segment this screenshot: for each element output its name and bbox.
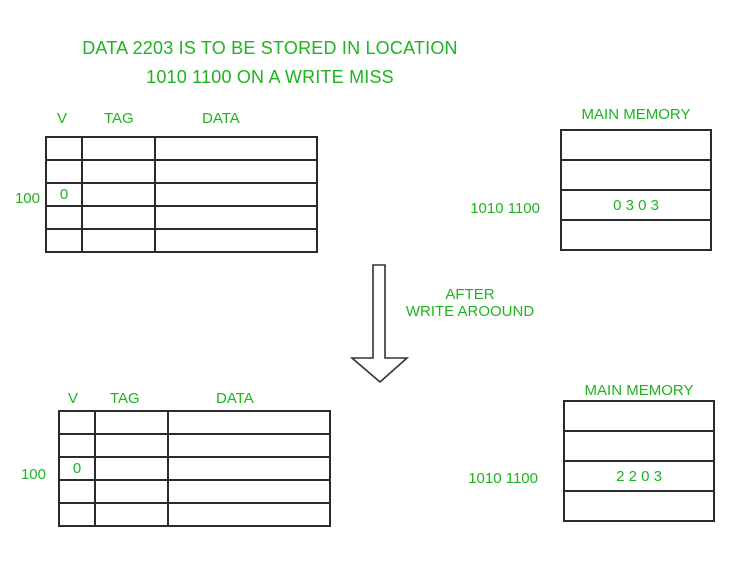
cache-cell-tag bbox=[81, 205, 156, 230]
cache-cell-tag bbox=[94, 410, 169, 435]
memory-cell bbox=[560, 159, 712, 191]
memory-address-label-before: 1010 1100 bbox=[470, 200, 540, 217]
cache-cell-v bbox=[58, 433, 96, 458]
cache-row bbox=[45, 205, 318, 230]
memory-row: 2 2 0 3 bbox=[563, 460, 715, 492]
cache-row bbox=[45, 136, 318, 161]
cache-cell-v bbox=[58, 502, 96, 527]
cache-cell-data bbox=[154, 228, 318, 253]
cache-before-header-tag: TAG bbox=[104, 110, 134, 127]
title-line1: DATA 2203 IS TO BE STORED IN LOCATION bbox=[82, 38, 458, 58]
memory-title-after: MAIN MEMORY bbox=[584, 382, 694, 399]
title-line2: 1010 1100 ON A WRITE MISS bbox=[146, 67, 394, 87]
cache-before-row-label: 100 bbox=[14, 190, 40, 207]
cache-cell-v bbox=[45, 228, 83, 253]
memory-cell: 2 2 0 3 bbox=[563, 460, 715, 492]
down-arrow-icon bbox=[348, 262, 412, 386]
cache-after-header-data: DATA bbox=[216, 390, 254, 407]
cache-cell-v: 0 bbox=[45, 182, 83, 207]
memory-table-before: 0 3 0 3 bbox=[560, 129, 712, 251]
memory-cell bbox=[563, 430, 715, 462]
memory-address-label-after: 1010 1100 bbox=[468, 470, 538, 487]
cache-row bbox=[58, 433, 331, 458]
cache-cell-v bbox=[45, 205, 83, 230]
cache-cell-tag bbox=[81, 182, 156, 207]
cache-row bbox=[45, 159, 318, 184]
cache-cell-data bbox=[154, 182, 318, 207]
cache-cell-data bbox=[167, 479, 331, 504]
cache-cell-v bbox=[45, 159, 83, 184]
cache-row bbox=[58, 479, 331, 504]
memory-row: 0 3 0 3 bbox=[560, 189, 712, 221]
cache-cell-tag bbox=[81, 228, 156, 253]
cache-cell-data bbox=[154, 136, 318, 161]
cache-cell-v bbox=[58, 479, 96, 504]
memory-row bbox=[560, 129, 712, 161]
memory-row bbox=[560, 219, 712, 251]
transition-label: AFTER WRITE AROOUND bbox=[395, 286, 545, 320]
diagram-title: DATA 2203 IS TO BE STORED IN LOCATION 10… bbox=[30, 34, 510, 92]
cache-row: 0 bbox=[58, 456, 331, 481]
memory-table-after: 2 2 0 3 bbox=[563, 400, 715, 522]
transition-line2: WRITE AROOUND bbox=[405, 303, 535, 320]
memory-row bbox=[563, 490, 715, 522]
cache-cell-tag bbox=[81, 159, 156, 184]
cache-before-header-data: DATA bbox=[202, 110, 240, 127]
memory-cell bbox=[563, 400, 715, 432]
cache-cell-tag bbox=[94, 456, 169, 481]
memory-cell bbox=[560, 219, 712, 251]
cache-row bbox=[45, 228, 318, 253]
cache-after-header-tag: TAG bbox=[110, 390, 140, 407]
cache-row bbox=[58, 410, 331, 435]
memory-row bbox=[563, 430, 715, 462]
cache-cell-tag bbox=[94, 433, 169, 458]
memory-row bbox=[560, 159, 712, 191]
cache-before-header-v: V bbox=[57, 110, 68, 127]
cache-after-row-label: 100 bbox=[20, 466, 46, 483]
cache-cell-tag bbox=[94, 502, 169, 527]
memory-row bbox=[563, 400, 715, 432]
cache-cell-tag bbox=[94, 479, 169, 504]
cache-cell-data bbox=[167, 502, 331, 527]
cache-cell-tag bbox=[81, 136, 156, 161]
cache-after-header-v: V bbox=[68, 390, 79, 407]
cache-cell-v: 0 bbox=[58, 456, 96, 481]
cache-row: 0 bbox=[45, 182, 318, 207]
cache-cell-v bbox=[45, 136, 83, 161]
cache-cell-data bbox=[167, 456, 331, 481]
cache-cell-data bbox=[154, 205, 318, 230]
cache-cell-data bbox=[167, 410, 331, 435]
memory-title-before: MAIN MEMORY bbox=[581, 106, 691, 123]
cache-table-after: 0 bbox=[58, 410, 331, 527]
memory-cell bbox=[563, 490, 715, 522]
cache-cell-data bbox=[167, 433, 331, 458]
memory-cell: 0 3 0 3 bbox=[560, 189, 712, 221]
memory-cell bbox=[560, 129, 712, 161]
cache-table-before: 0 bbox=[45, 136, 318, 253]
transition-line1: AFTER bbox=[445, 286, 495, 303]
cache-row bbox=[58, 502, 331, 527]
cache-cell-data bbox=[154, 159, 318, 184]
cache-cell-v bbox=[58, 410, 96, 435]
